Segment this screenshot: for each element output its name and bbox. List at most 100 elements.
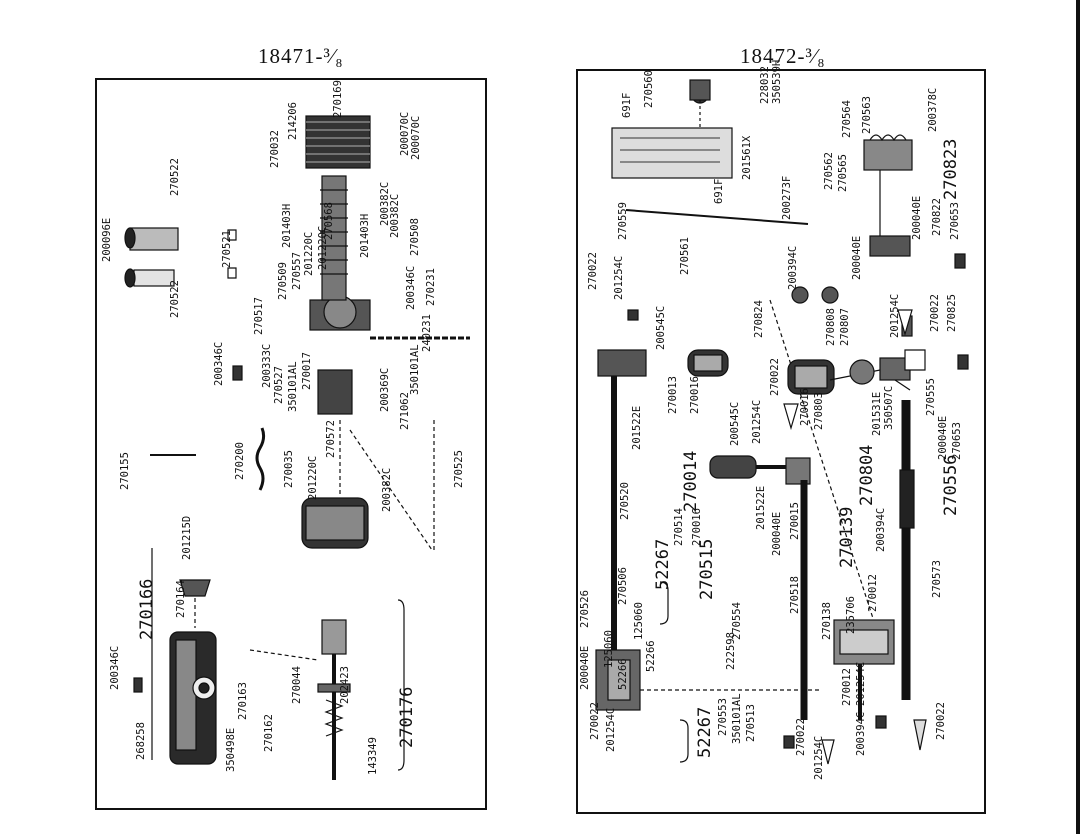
- left-part-number-label: 200333C: [261, 344, 273, 388]
- left-part-number-label: 270509: [277, 262, 289, 300]
- left-part-number-label: 270527: [273, 366, 285, 404]
- right-part-number-label: 691F: [713, 179, 725, 204]
- right-part-number-label: 350507C: [883, 386, 895, 430]
- right-part-number-label: 200545C: [655, 306, 667, 350]
- left-part-number-label: 200346C: [405, 266, 417, 310]
- right-part-number-label: 201522E: [631, 406, 643, 450]
- left-part-number-label: 270517: [253, 297, 265, 335]
- right-part-number-label: 270526: [579, 590, 591, 628]
- right-part-number-label: 270573: [931, 560, 943, 598]
- right-part-number-label: 200040E: [851, 236, 863, 280]
- right-part-number-label: 270565: [837, 154, 849, 192]
- right-part-number-label: 270014: [681, 451, 701, 512]
- right-part-number-label: 200040E: [937, 416, 949, 460]
- right-part-number-label: 270015: [789, 502, 801, 540]
- right-part-number-label: 222598: [725, 632, 737, 670]
- left-part-number-label: 270032: [269, 130, 281, 168]
- left-part-number-label: 270508: [409, 218, 421, 256]
- right-part-number-label: 270556: [941, 455, 961, 516]
- right-part-number-label: 270022: [935, 702, 947, 740]
- right-part-number-label: 270824: [753, 300, 765, 338]
- right-part-number-label: 200378C: [927, 88, 939, 132]
- left-part-number-label: 270522: [169, 280, 181, 318]
- left-part-number-label: 202423: [339, 666, 351, 704]
- left-part-number-label: 350101AL: [287, 361, 299, 412]
- right-part-number-label: 270518: [789, 576, 801, 614]
- left-part-number-label: 201403H: [281, 204, 293, 248]
- left-part-number-label: 200382C: [379, 182, 391, 226]
- left-part-number-label: 270572: [325, 420, 337, 458]
- left-part-number-label: 270231: [425, 268, 437, 306]
- right-part-number-label: 270555: [925, 378, 937, 416]
- left-part-number-label: 270557: [291, 252, 303, 290]
- right-part-number-label: 270022: [795, 718, 807, 756]
- right-part-number-label: 270022: [769, 358, 781, 396]
- right-part-number-label: 270653: [951, 422, 963, 460]
- right-part-number-label: 270807: [839, 308, 851, 346]
- left-part-number-label: 200382C: [381, 468, 393, 512]
- left-part-number-label: 270176: [397, 687, 417, 748]
- right-part-number-label: 270825: [946, 294, 958, 332]
- left-part-number-label: 201215D: [181, 516, 193, 560]
- right-part-number-label: 270506: [617, 567, 629, 605]
- right-part-number-label: 270022: [587, 252, 599, 290]
- left-part-number-label: 214206: [287, 102, 299, 140]
- left-part-number-label: 270521: [221, 230, 233, 268]
- right-part-number-label: 270808: [825, 308, 837, 346]
- left-part-number-label: 200369C: [379, 368, 391, 412]
- right-part-number-label: 270016: [689, 376, 701, 414]
- right-part-number-label: 200394C: [855, 712, 867, 756]
- clip-part: [129, 227, 179, 251]
- right-part-number-label: 200545C: [729, 402, 741, 446]
- right-part-number-label: 200394C: [787, 246, 799, 290]
- right-part-number-label: 270559: [617, 202, 629, 240]
- left-part-number-label: 201220C: [307, 456, 319, 500]
- right-part-number-label: 125060: [603, 630, 615, 668]
- left-part-number-label: 200346C: [213, 342, 225, 386]
- right-part-number-label: 201254C: [613, 256, 625, 300]
- right-part-number-label: 270022: [929, 294, 941, 332]
- right-part-number-label: 201531E: [871, 392, 883, 436]
- left-part-number-label: 268258: [135, 722, 147, 760]
- right-part-number-label: 270016: [799, 388, 811, 426]
- right-part-number-label: 200040E: [911, 196, 923, 240]
- right-part-number-label: 52267: [695, 707, 715, 758]
- left-part-number-label: 270200: [234, 442, 246, 480]
- right-part-number-label: 691F: [621, 93, 633, 118]
- right-part-number-label: 270012: [867, 574, 879, 612]
- right-part-number-label: 270563: [861, 96, 873, 134]
- clip-part-2: [133, 269, 175, 287]
- left-part-number-label: 200070C: [399, 112, 411, 156]
- right-part-number-label: 200394C: [875, 508, 887, 552]
- right-part-number-label: 200040E: [771, 512, 783, 556]
- parts-plate-left: [95, 78, 487, 810]
- right-part-number-label: 270653: [949, 202, 961, 240]
- left-part-number-label: 200382C: [389, 194, 401, 238]
- right-part-number-label: 201254C: [889, 294, 901, 338]
- left-plate-parts: [124, 115, 470, 780]
- right-part-number-label: 270564: [841, 100, 853, 138]
- left-part-number-label: 200346C: [109, 646, 121, 690]
- left-plate-labels: 200096E270522270521270522270155200346C27…: [101, 80, 465, 775]
- left-part-number-label: 270169: [332, 80, 344, 118]
- left-part-number-label: 270525: [453, 450, 465, 488]
- left-part-number-label: 201220C: [303, 232, 315, 276]
- left-part-number-label: 270017: [301, 352, 313, 390]
- right-part-number-label: 270016: [691, 508, 703, 546]
- right-part-number-label: 52267: [653, 539, 673, 590]
- left-part-number-label: 270164: [175, 580, 187, 618]
- left-part-number-label: 270166: [137, 579, 157, 640]
- right-part-number-label: 52266: [645, 640, 657, 672]
- right-part-number-label: 201561X: [741, 135, 753, 180]
- left-part-number-label: 201403H: [359, 214, 371, 258]
- right-part-number-label: 270560: [643, 70, 655, 108]
- right-part-number-label: 201254C: [813, 736, 825, 780]
- right-part-number-label: 270514: [673, 508, 685, 546]
- right-part-number-label: 235706: [845, 596, 857, 634]
- right-part-number-label: 200273F: [781, 176, 793, 220]
- left-part-number-label: 201220C: [317, 226, 329, 270]
- right-part-number-label: 52266: [617, 658, 629, 690]
- right-part-number-label: 270013: [667, 376, 679, 414]
- left-part-number-label: 200070C: [410, 116, 422, 160]
